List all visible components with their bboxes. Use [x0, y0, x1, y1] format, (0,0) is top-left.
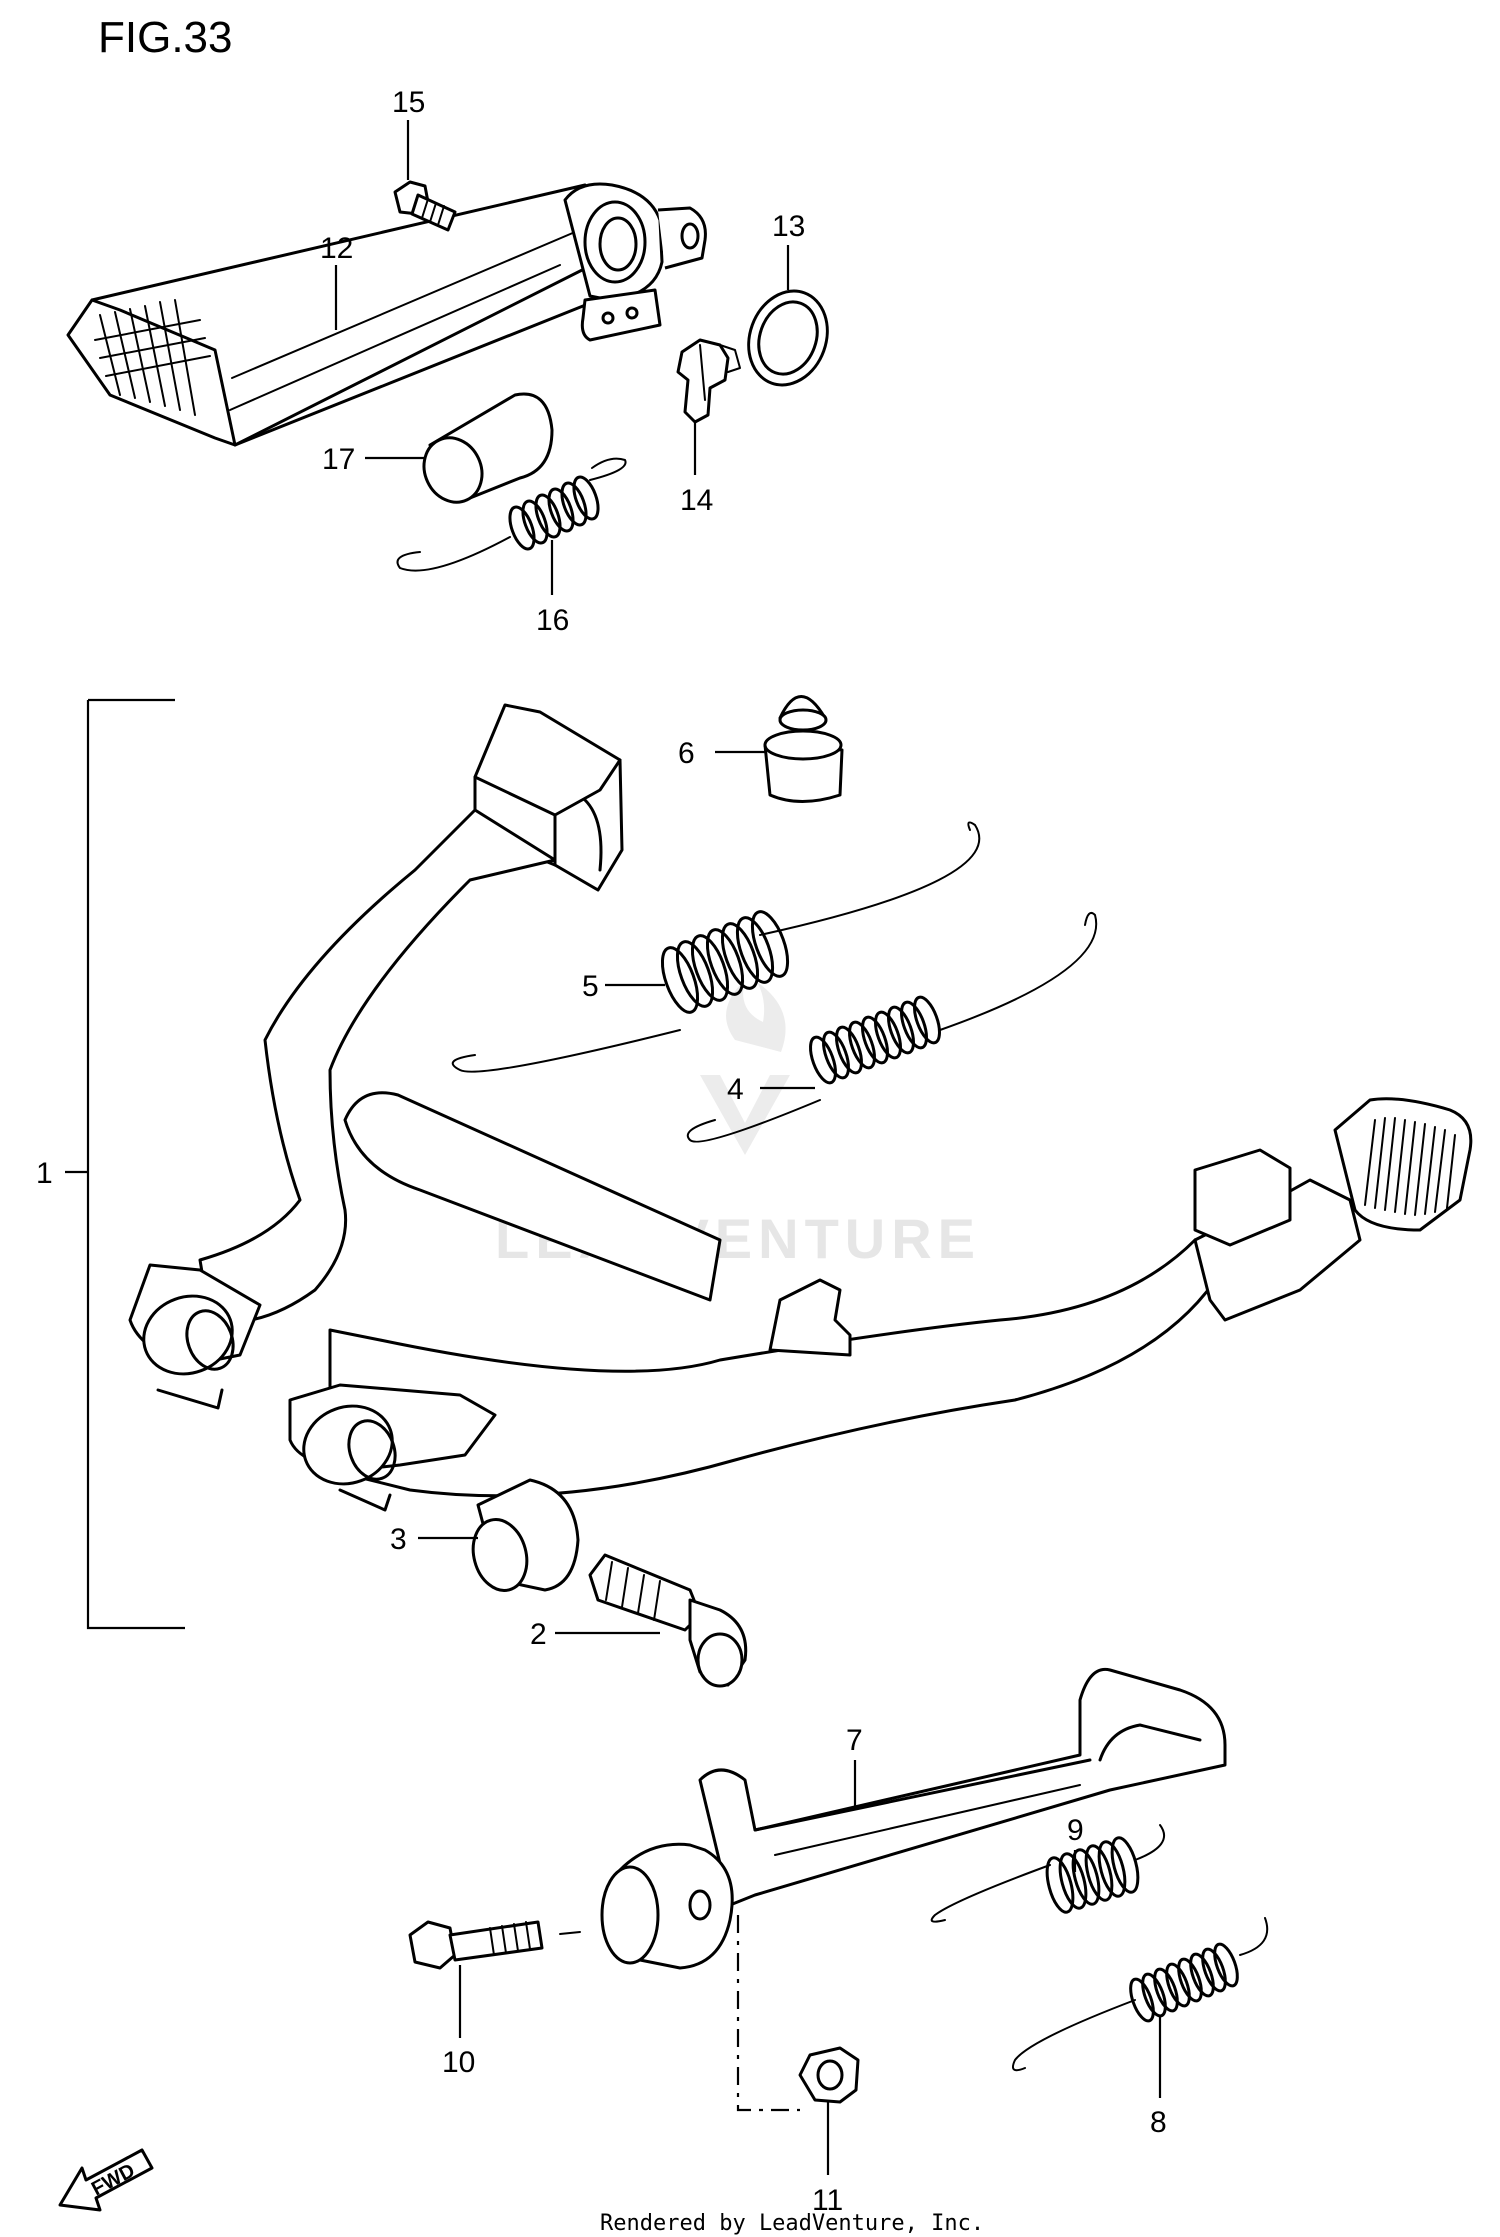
shift-pedal-drawing: [66, 182, 707, 447]
collar-3-drawing: [471, 1478, 580, 1592]
part-label-15: 15: [392, 86, 425, 119]
bolt-axis-line: [736, 1915, 800, 2112]
part-label-14: 14: [680, 484, 713, 517]
part-label-6: 6: [678, 737, 695, 770]
part-label-12: 12: [320, 232, 353, 265]
figure-title: FIG.33: [98, 13, 233, 62]
part-label-7: 7: [846, 1724, 863, 1757]
leader-lines: [65, 120, 1162, 2175]
collar-17-drawing: [422, 392, 554, 504]
part-label-3: 3: [390, 1523, 407, 1556]
part-label-8: 8: [1150, 2106, 1167, 2139]
part-label-11: 11: [812, 2184, 843, 2217]
center-stand-drawing: [128, 703, 1473, 1512]
part-label-5: 5: [582, 970, 599, 1003]
side-stand-drawing: [600, 1667, 1227, 1970]
part-label-10: 10: [442, 2046, 475, 2079]
part-number-labels: 15 12 13 14 17 16 1 6 5 4 3 2 7 9 8 10 1…: [36, 86, 1167, 2217]
footer-credit: Rendered by LeadVenture, Inc.: [600, 2211, 984, 2236]
nut-11-drawing: [798, 2046, 860, 2104]
clip-14-drawing: [676, 338, 741, 424]
spring-8-drawing: [1012, 1917, 1269, 2072]
part-label-9: 9: [1067, 1814, 1084, 1847]
washer-13-drawing: [747, 289, 829, 387]
part-label-16: 16: [536, 604, 569, 637]
spring-9-drawing: [930, 1824, 1166, 1923]
part-label-13: 13: [772, 210, 805, 243]
bolt-2-drawing: [588, 1553, 748, 1688]
spring-4-drawing: [686, 912, 1098, 1143]
bolt-10-drawing: [408, 1920, 581, 1970]
bolt-15-drawing: [393, 180, 457, 232]
part-label-2: 2: [530, 1618, 547, 1651]
stopper-6-drawing: [763, 695, 844, 803]
part-label-17: 17: [322, 443, 355, 476]
spring-16-drawing: [396, 457, 627, 572]
spring-5-drawing: [451, 821, 981, 1073]
part-label-1: 1: [36, 1157, 53, 1190]
part-label-4: 4: [727, 1073, 744, 1106]
forward-direction-arrow: FWD: [58, 2148, 154, 2212]
